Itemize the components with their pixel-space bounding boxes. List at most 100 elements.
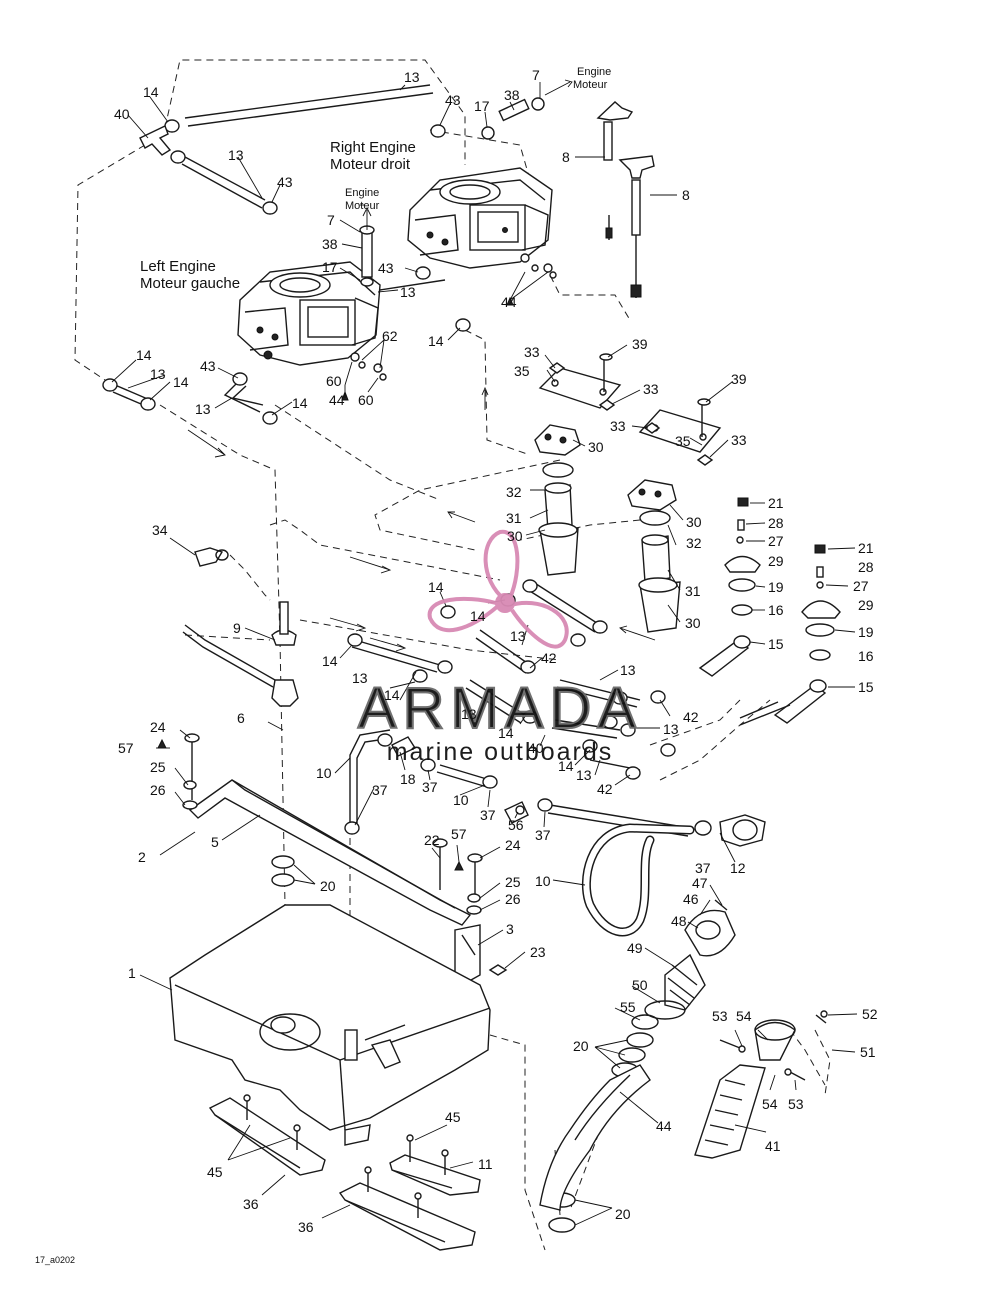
callout-c59: 34 [152,522,168,538]
callout-c61: 14 [470,608,486,624]
callout-c95: 22 [424,832,440,848]
callout-c110: 53 [712,1008,728,1024]
callout-c17: 13 [400,284,416,300]
callout-c11: 8 [682,187,690,203]
callout-c81: 26 [150,782,166,798]
callout-c97: 24 [505,837,521,853]
callout-c91: 5 [211,834,219,850]
callout-c49: 19 [768,579,784,595]
callout-c111: 54 [736,1008,752,1024]
callout-c53: 27 [853,578,869,594]
callout-c103: 48 [671,913,687,929]
callout-c117: 44 [656,1118,672,1134]
callout-c78: 24 [150,719,166,735]
callout-c41: 30 [686,514,702,530]
callout-c80: 25 [150,759,166,775]
callout-c98: 25 [505,874,521,890]
callout-c47: 27 [768,533,784,549]
callout-c108: 50 [632,977,648,993]
fuel-gauge-sender [694,1010,828,1159]
callout-c14: 17 [322,259,338,275]
callout-c100: 10 [535,873,551,889]
filler-caps [724,497,841,661]
callout-c101: 47 [692,875,708,891]
callout-c87: 56 [508,817,524,833]
watermark-tagline: marine outboards [387,738,614,766]
callout-c94: 20 [320,878,336,894]
callout-c8: 13 [228,147,244,163]
callout-c23: 14 [136,347,152,363]
callout-c58: 15 [858,679,874,695]
filler-neck-assembly [539,899,736,1211]
callout-c13: 38 [322,236,338,252]
callout-c40: 30 [507,528,523,544]
watermark-brand: ARMADA [358,676,642,741]
callout-c27: 13 [195,401,211,417]
callout-c48: 29 [768,553,784,569]
callout-c5: 17 [474,98,490,114]
tank-fittings [698,635,827,726]
callout-c18: 14 [428,333,444,349]
callout-c54: 29 [858,597,874,613]
choke-primer-knobs [596,101,655,298]
left-engine-label-fr: Moteur gauche [140,275,240,292]
right-engine-label: Right Engine [330,139,416,156]
left-carburetor [237,261,381,366]
fuel-tank [169,904,491,1146]
callout-c92: 37 [695,860,711,876]
right-carburetor [407,167,553,269]
callout-c122: 36 [243,1196,259,1212]
callout-c65: 14 [322,653,338,669]
callout-c33: 39 [731,371,747,387]
callout-c42: 32 [686,535,702,551]
callout-c70: 42 [683,709,699,725]
callout-c45: 21 [768,495,784,511]
callout-c112: 52 [862,1006,878,1022]
callout-c32: 33 [643,381,659,397]
callout-c26: 43 [200,358,216,374]
propeller-logo [427,529,569,649]
callout-c34: 33 [610,418,626,434]
callout-c12: 7 [327,212,335,228]
callout-c114: 51 [860,1044,876,1060]
callout-c15: 43 [378,260,394,276]
callout-c60: 14 [428,579,444,595]
callout-c109: 55 [620,999,636,1015]
callout-c71: 13 [663,721,679,737]
callout-c119: 45 [445,1109,461,1125]
callout-c39: 31 [506,510,522,526]
figure-code: 17_a0202 [35,1255,75,1265]
pump-brackets [538,353,722,466]
callout-c57: 15 [768,636,784,652]
callout-c52: 28 [858,559,874,575]
callout-c102: 46 [683,891,699,907]
right-engine-label-fr: Moteur droit [330,156,411,173]
callout-c82: 10 [316,765,332,781]
callout-c64: 9 [233,620,241,636]
callout-c6: 38 [504,87,520,103]
callout-c74: 14 [558,758,574,774]
callout-c83: 18 [400,771,416,787]
callout-c105: 49 [627,940,643,956]
left-engine-label: Left Engine [140,258,216,275]
tank-support-pads [208,1094,481,1251]
callout-c30: 35 [514,363,530,379]
callout-c46: 28 [768,515,784,531]
callout-c72: 14 [498,725,514,741]
callout-c89: 37 [372,782,388,798]
callout-c88: 37 [535,827,551,843]
callout-c36: 35 [675,433,691,449]
callout-c2: 14 [143,84,159,100]
callout-numbers: 13 14 40 43 17 38 7 13 43 8 8 7 38 17 43… [114,67,878,1235]
callout-c62: 13 [510,628,526,644]
tee-fitting [139,125,417,757]
callout-c90: 2 [138,849,146,865]
callout-c107: 1 [128,965,136,981]
callout-c84: 37 [422,779,438,795]
callout-c25: 14 [173,374,189,390]
callout-c104: 3 [506,921,514,937]
callout-c77: 6 [237,710,245,726]
callout-c63: 42 [541,650,557,666]
callout-c79: 57 [118,740,134,756]
